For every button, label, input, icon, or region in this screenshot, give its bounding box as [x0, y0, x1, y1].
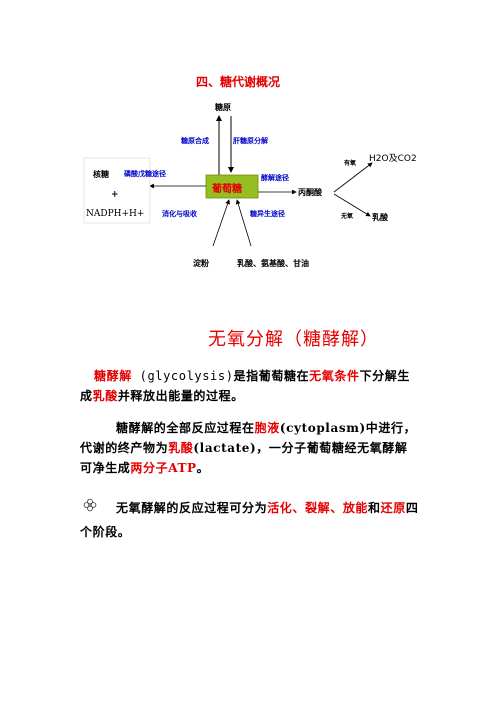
- arrow-anaerobic: [333, 193, 371, 217]
- label-starch: 淀粉: [193, 258, 209, 268]
- product-lactate-2: 乳酸: [168, 441, 194, 455]
- p2-text-1: 糖酵解的全部反应过程在: [116, 421, 255, 435]
- label-nadph: NADPH+H+: [86, 209, 145, 219]
- label-gluconeogenesis: 糖异生途径: [250, 209, 285, 218]
- label-digestion: 消化与吸收: [162, 209, 197, 218]
- label-glycogenolysis: 肝糖原分解: [233, 136, 268, 145]
- metabolism-diagram: [83, 115, 373, 247]
- label-nucleotide: 核糖: [93, 169, 109, 179]
- p3-text-3: 四个阶段。: [80, 501, 419, 539]
- label-ppp: 磷酸戊糖途径: [124, 169, 166, 178]
- label-aerobic: 有氧: [344, 160, 357, 167]
- p2-text-4: 。: [196, 461, 210, 475]
- product-lactate: 乳酸: [92, 389, 118, 403]
- section-heading: 无氧分解（糖酵解）: [208, 329, 379, 350]
- sep-2: 、: [330, 501, 343, 515]
- arrow-from-precursors: [235, 199, 252, 247]
- label-glycogen: 糖原: [215, 102, 231, 112]
- location-cytoplasm: 胞液: [254, 421, 280, 435]
- label-co2-water: H2O及CO2: [369, 154, 417, 164]
- arrow-aerobic: [333, 162, 373, 193]
- label-glucose: 葡萄糖: [212, 184, 242, 195]
- p3-text-1: 无氧酵解的反应过程可分为: [116, 501, 268, 515]
- p3-text-2: 和: [368, 501, 381, 515]
- diagram-title: 四、糖代谢概况: [196, 75, 281, 89]
- p1-text-2: 下分解生成: [80, 369, 410, 403]
- label-anaerobic: 无氧: [341, 213, 354, 220]
- label-glycogenesis: 糖原合成: [181, 136, 209, 145]
- stage-reduction: 还原: [380, 501, 406, 515]
- label-plus: +: [111, 190, 119, 200]
- term-english: (glycolysis): [131, 369, 234, 383]
- atp-yield: 两分子ATP: [130, 461, 197, 475]
- arrow-from-starch: [212, 199, 230, 247]
- p2-text-3: (lactate)，一分子葡萄糖经无氧酵解可净生成: [80, 441, 408, 475]
- stage-cleavage: 裂解: [305, 501, 331, 515]
- condition-anaerobic: 无氧条件: [309, 369, 360, 383]
- label-lactate: 乳酸: [372, 212, 388, 222]
- flower-bullet-icon: [83, 498, 97, 512]
- sep-1: 、: [292, 501, 306, 515]
- paragraph-1: 糖酵解 (glycolysis)是指葡萄糖在无氧条件下分解生成乳酸并释放出能量的…: [80, 366, 420, 406]
- paragraph-3: 无氧酵解的反应过程可分为活化、裂解、放能和还原四个阶段。: [80, 496, 420, 544]
- p2-text-2: (cytoplasm)中进行，代谢的终产物为: [80, 421, 417, 455]
- label-pyruvate: 丙酮酸: [298, 187, 322, 197]
- term-glycolysis: 糖酵解: [94, 369, 132, 383]
- pentose-box: [83, 157, 151, 224]
- glucose-box: [205, 174, 259, 199]
- stage-activation: 活化: [267, 501, 293, 515]
- label-precursors: 乳酸、氨基酸、甘油: [237, 258, 309, 268]
- p1-text-1: 是指葡萄糖在: [233, 369, 310, 383]
- label-glycolysis-path: 酵解途径: [261, 173, 289, 182]
- stage-energy-release: 放能: [342, 501, 369, 515]
- p1-text-3: 并释放出能量的过程。: [117, 389, 244, 403]
- paragraph-2: 糖酵解的全部反应过程在胞液(cytoplasm)中进行，代谢的终产物为乳酸(la…: [80, 418, 420, 478]
